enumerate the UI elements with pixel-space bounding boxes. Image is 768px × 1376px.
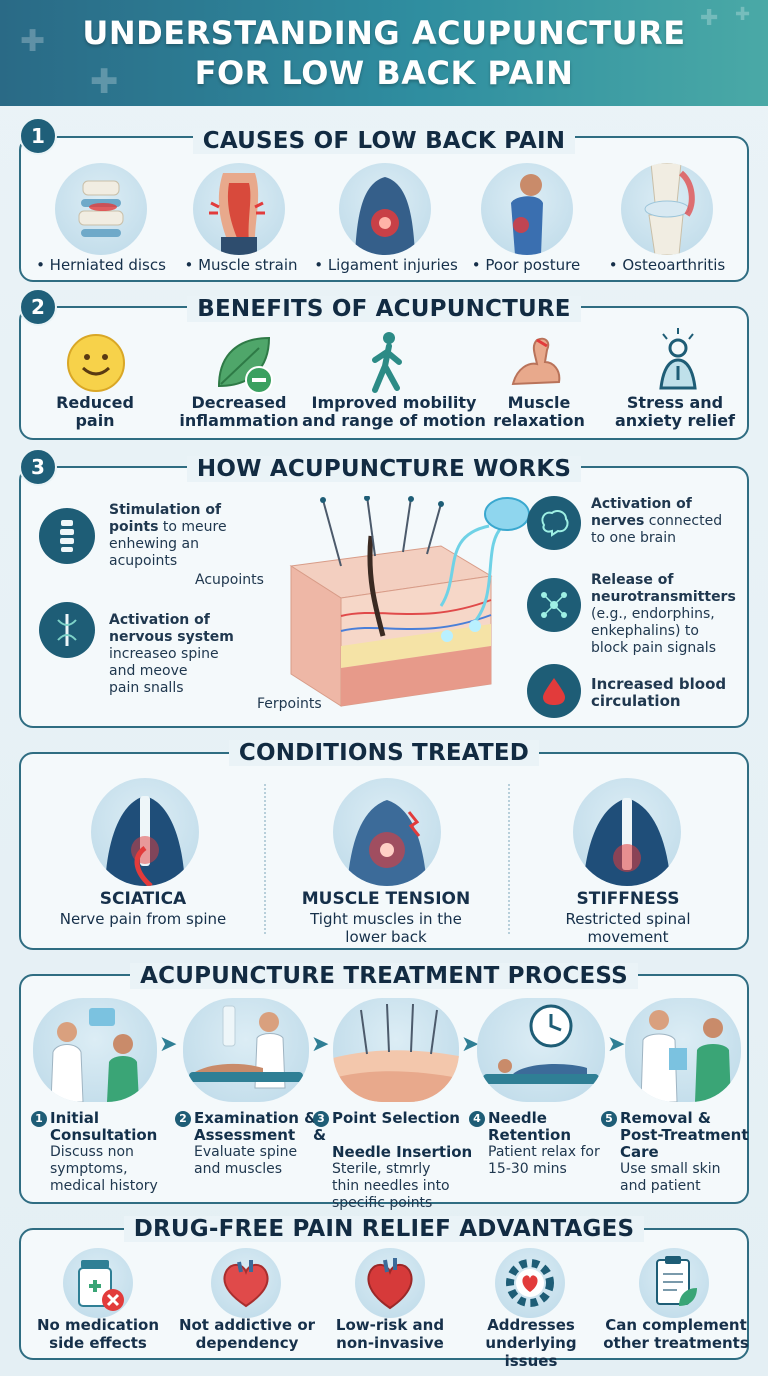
benefits-section: BENEFITS OF ACUPUNCTURE (19, 296, 749, 440)
leaf-minus-icon (211, 330, 277, 396)
divider (508, 784, 510, 934)
acupoints-callout: Acupoints (195, 572, 264, 588)
condition-name-sciatica: SCIATICA (99, 889, 187, 909)
causes-section: CAUSES OF LOW BACK PAIN (19, 128, 749, 282)
plus-decoration-icon: ✚ (20, 24, 46, 59)
neurotransmitter-molecule-icon (527, 578, 581, 632)
plus-decoration-icon: ✚ (90, 62, 119, 102)
back-ligament-image (339, 163, 431, 255)
arrow-right-icon: ➤ (159, 1032, 178, 1057)
smiley-face-icon (65, 332, 127, 394)
sciatica-image (91, 778, 199, 886)
section-title: CAUSES OF LOW BACK PAIN (192, 128, 576, 154)
spine-icon (39, 508, 95, 564)
section-title: DRUG-FREE PAIN RELIEF ADVANTAGES (123, 1216, 645, 1242)
needle-insertion-illustration (333, 998, 459, 1102)
clipboard-leaf-icon (639, 1248, 709, 1318)
condition-desc-sciatica: Nerve pain from spine (59, 910, 227, 928)
blood-drop-icon (527, 664, 581, 718)
arrow-right-icon: ➤ (311, 1032, 330, 1057)
section-title: BENEFITS OF ACUPUNCTURE (187, 296, 581, 322)
plus-decoration-icon: ✚ (735, 4, 751, 25)
step-number-badge: 1 (31, 1111, 47, 1127)
section-title: CONDITIONS TREATED (228, 740, 540, 766)
cause-label-poor-posture: • Poor posture (471, 256, 581, 274)
page-title-line2: FOR LOW BACK PAIN (194, 54, 574, 92)
examination-illustration (183, 998, 309, 1102)
heart-icon (211, 1248, 281, 1318)
ferpoints-callout: Ferpoints (257, 696, 322, 712)
muscle-strain-image (193, 163, 285, 255)
stiffness-image (573, 778, 681, 886)
heart-organ-icon (355, 1248, 425, 1318)
arrow-right-icon: ➤ (607, 1032, 626, 1057)
cause-label-osteoarthritis: • Osteoarthritis (608, 256, 726, 274)
page-title-line1: UNDERSTANDING ACUPUNCTURE (82, 14, 686, 52)
increased-circulation-text: Increased blood circulation (591, 675, 727, 710)
post-treatment-illustration (625, 998, 741, 1102)
activation-of-nerves-text: Activation of nerves connected to one br… (591, 496, 723, 546)
nerve-icon (39, 602, 95, 658)
treatment-process-section: ACUPUNCTURE TREATMENT PROCESS ➤ ➤ (19, 963, 749, 1211)
advantages-section: DRUG-FREE PAIN RELIEF ADVANTAGES (19, 1216, 749, 1370)
gear-heart-icon (495, 1248, 565, 1318)
section-title: ACUPUNCTURE TREATMENT PROCESS (130, 963, 638, 989)
condition-name-muscle-tension: MUSCLE TENSION (301, 889, 471, 909)
consultation-illustration (33, 998, 157, 1102)
step-number-badge: 3 (313, 1111, 329, 1127)
step-number-badge: 2 (175, 1111, 191, 1127)
header-banner: ✚ ✚ ✚ ✚ UNDERSTANDING ACUPUNCTURE FOR LO… (0, 0, 768, 106)
cause-label-muscle-strain: • Muscle strain (184, 256, 298, 274)
walking-person-icon (365, 330, 411, 394)
step-number-badge: 4 (469, 1111, 485, 1127)
poor-posture-image (481, 163, 573, 255)
plus-decoration-icon: ✚ (700, 6, 719, 31)
arrow-right-icon: ➤ (461, 1032, 480, 1057)
step-number-badge: 5 (601, 1111, 617, 1127)
section-number-badge: 2 (19, 288, 57, 326)
osteoarthritis-knee-image (621, 163, 713, 255)
flexed-arm-icon (507, 332, 567, 392)
brain-icon (527, 496, 581, 550)
activation-nervous-system-text: Activation of nervous system increaseo s… (109, 612, 234, 696)
conditions-section: CONDITIONS TREATED SCIATICA Nerve pain f… (19, 740, 749, 950)
meditating-person-icon (649, 326, 707, 392)
cause-label-ligament-injuries: • Ligament injuries (314, 256, 458, 274)
how-it-works-section: HOW ACUPUNCTURE WORKS Stimulation of poi… (19, 456, 749, 728)
release-neurotransmitters-text: Release of neurotransmitters (e.g., endo… (591, 572, 736, 656)
section-number-badge: 3 (19, 448, 57, 486)
condition-name-stiffness: STIFFNESS (576, 889, 680, 909)
muscle-tension-image (333, 778, 441, 886)
spine-disc-image (55, 163, 147, 255)
section-title: HOW ACUPUNCTURE WORKS (186, 456, 582, 482)
section-number-badge: 1 (19, 117, 57, 155)
no-medication-icon (63, 1248, 133, 1318)
stimulation-of-points-text: Stimulation of points to meure enhewing … (109, 502, 227, 569)
divider (264, 784, 266, 934)
cause-label-herniated-discs: • Herniated discs (36, 256, 166, 274)
needle-retention-illustration (477, 998, 605, 1102)
skin-cross-section-illustration (271, 495, 531, 724)
